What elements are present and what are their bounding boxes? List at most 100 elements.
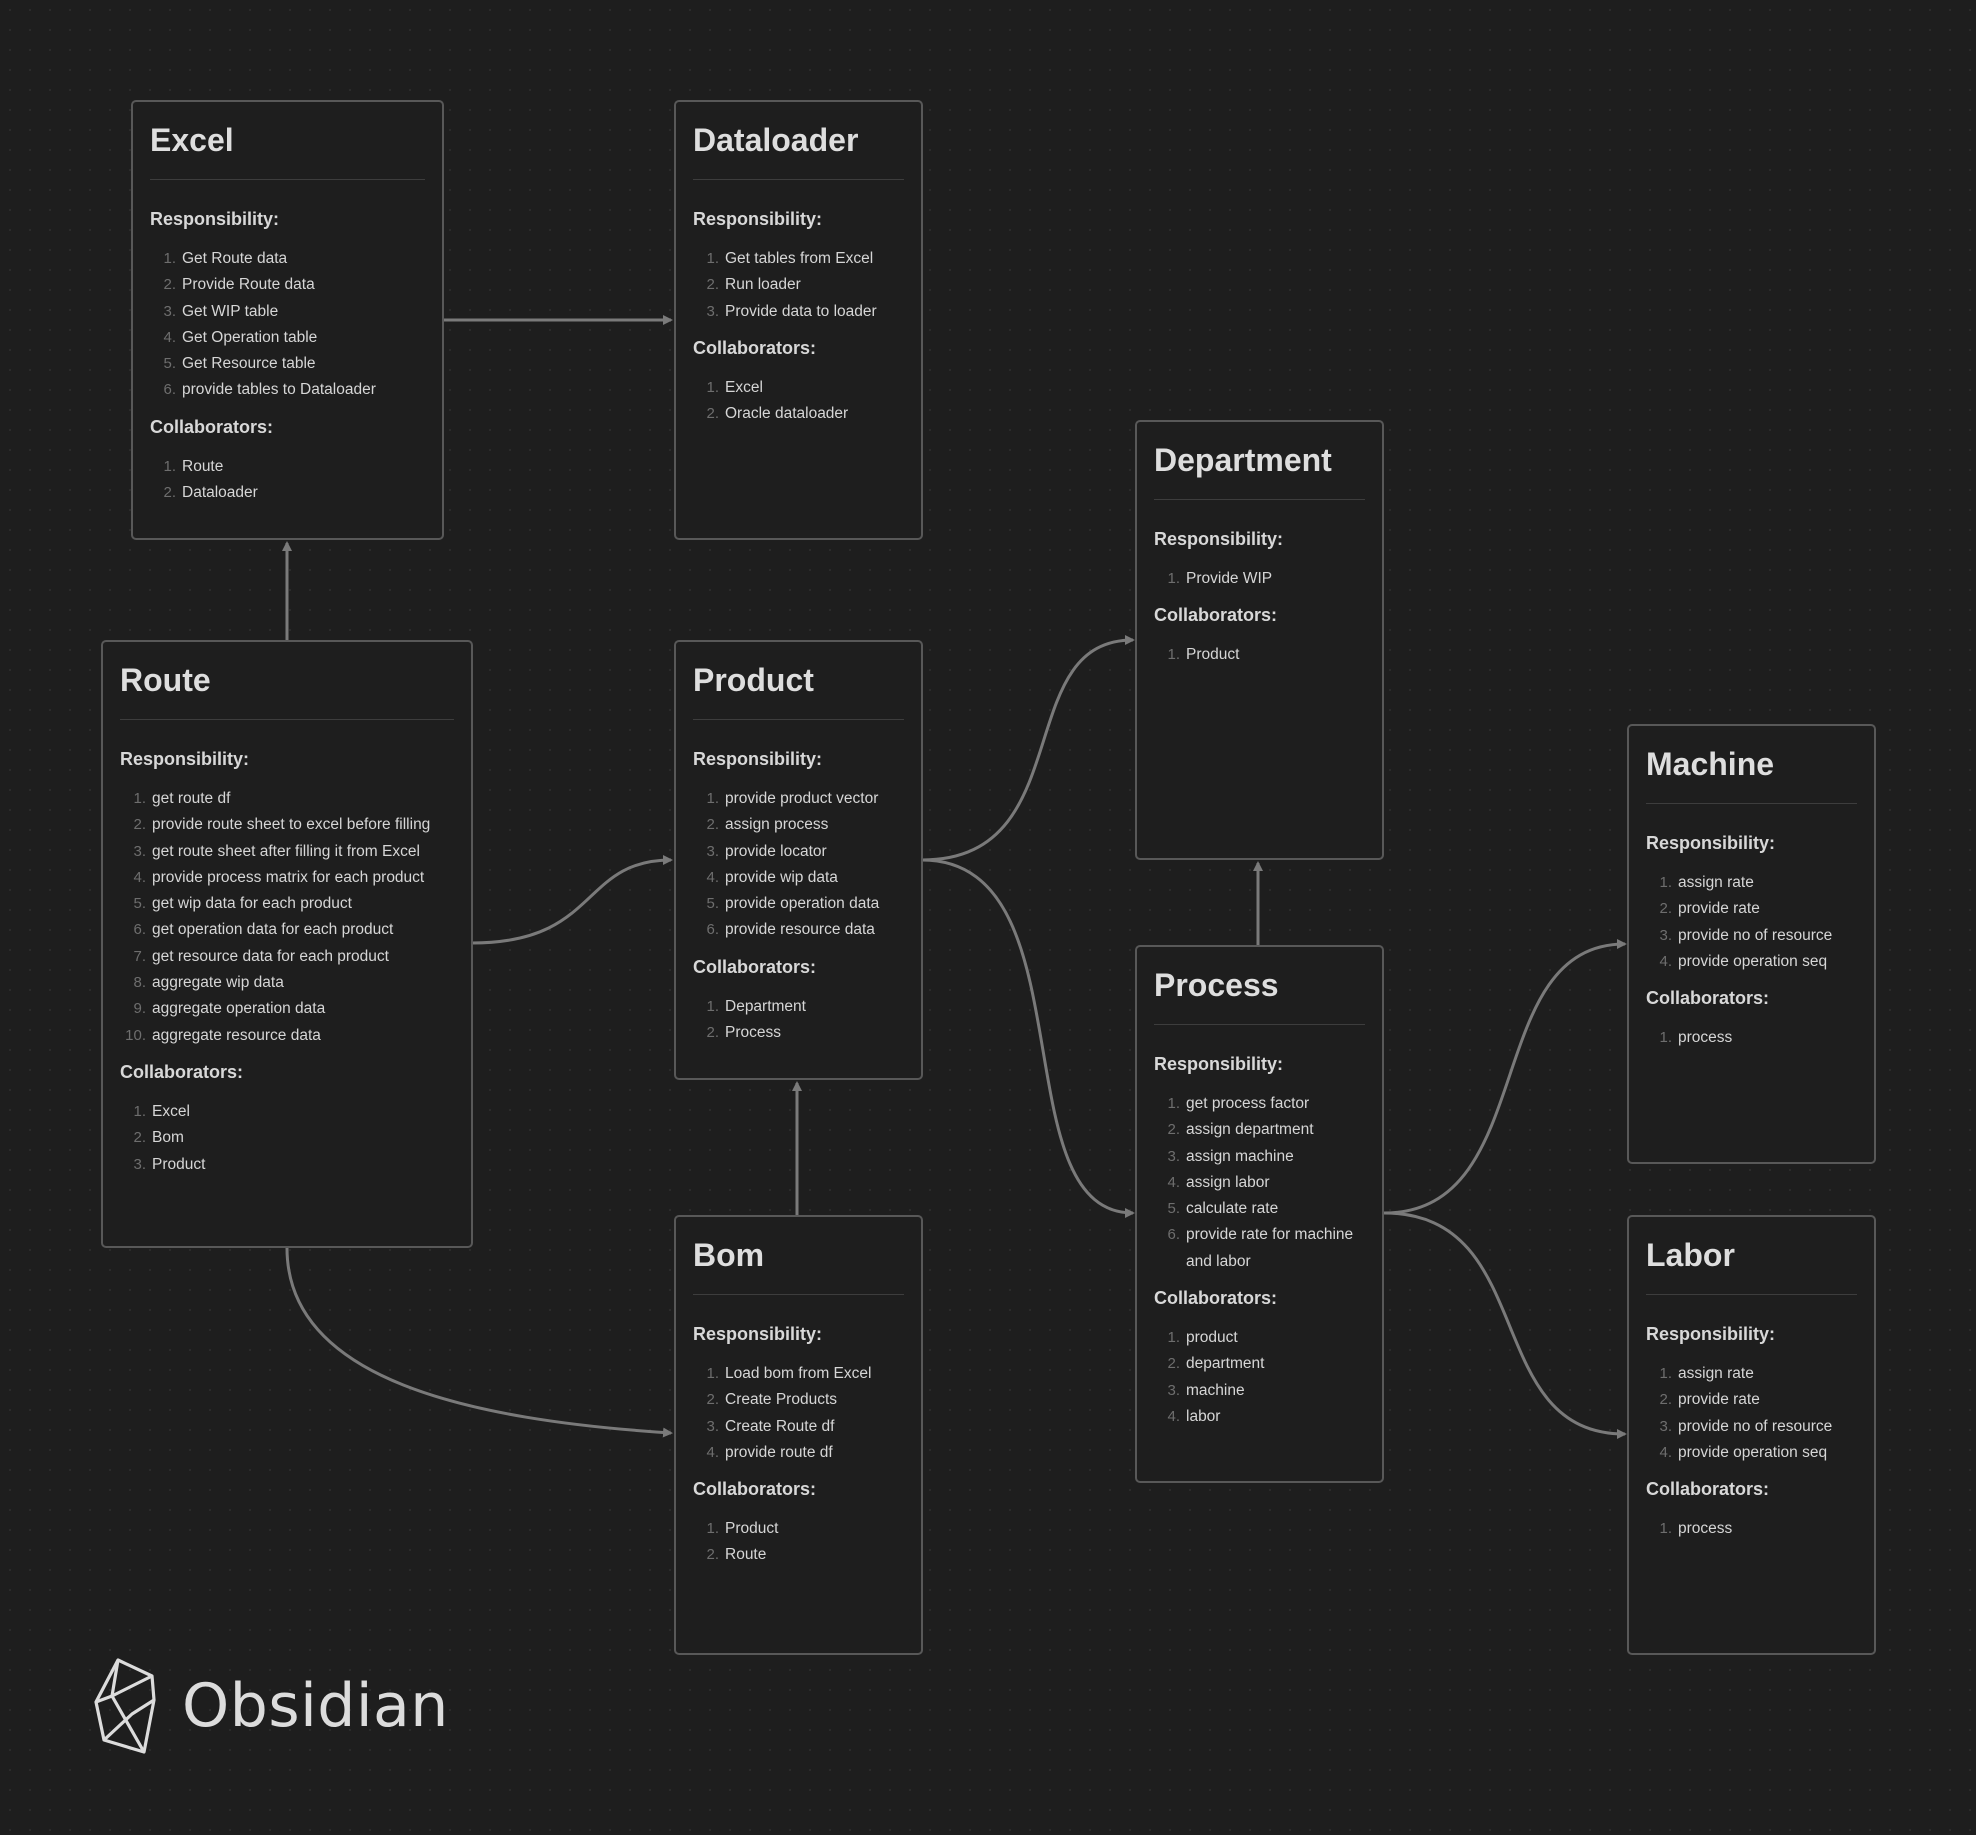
list-item-text: assign machine [1186,1147,1294,1165]
list-item: 1. process [1646,1025,1857,1051]
list-item: 1.get process factor [1154,1091,1365,1117]
edge-process-to-labor [1383,1211,1627,1439]
list-item-number: 1. [1167,1329,1180,1347]
list-item-number: 2. [133,1129,146,1147]
list-item-number: 3. [1659,926,1672,944]
list-item-number: 4. [706,1443,719,1461]
collaborators-label: Collaborators: [150,416,274,437]
list-item-text: Route [182,457,224,475]
list-item-text: aggregate operation data [152,1000,326,1018]
list-item-text: Route [725,1546,767,1564]
list-item-text: Bom [152,1129,184,1147]
list-item: 1.Product [693,1516,904,1542]
list-item: 4.assign labor [1154,1170,1365,1196]
list-item: 4.provide route df [693,1440,904,1466]
list-item-number: 4. [1659,1443,1672,1461]
responsibility-label: Responsibility: [1646,1324,1776,1344]
list-item-number: 4. [1659,952,1672,970]
collaborators-label: Collaborators: [693,337,817,358]
card-title: Process [1154,965,1365,1025]
list-item: 5.provide operation data [693,891,904,917]
list-item-number: 2. [706,1391,719,1409]
list-item: 1.Get Route data [150,246,425,272]
collaborators-label: Collaborators: [1154,605,1278,626]
list-item: 8.aggregate wip data [120,970,454,996]
list-item-number: 5. [163,355,176,373]
list-item-number: 1. [1659,1029,1672,1047]
obsidian-logo: Obsidian [92,1656,449,1756]
list-item-number: 2. [706,1546,719,1564]
list-item-text: department [1186,1355,1265,1373]
list-item-text: provide no of resource [1678,926,1833,944]
collaborators-label: Collaborators: [120,1061,244,1082]
list-item-text: Get tables from Excel [725,250,874,267]
list-item-text: Load bom from Excel [725,1365,872,1382]
list-item-text: process [1678,1029,1733,1047]
collaborators-list: 1.process [1646,1516,1857,1542]
list-item: 4.provide operation seq [1646,949,1857,975]
list-item: 2.department [1154,1351,1365,1377]
card-title: Bom [693,1235,904,1295]
list-item: 4.provide wip data [693,865,904,891]
list-item-number: 6. [133,921,146,939]
list-item-text: Process [725,1024,781,1042]
list-item-text: calculate rate [1186,1200,1279,1218]
list-item-number: 4. [163,328,176,346]
list-item-text: provide no of resource [1678,1417,1833,1435]
list-item-number: 1. [163,250,176,267]
list-item-text: Get Operation table [182,328,318,346]
list-item-text: get process factor [1186,1095,1310,1112]
list-item-number: 5. [706,895,719,913]
list-item-number: 2. [163,484,176,502]
list-item-number: 1. [1659,1365,1672,1382]
list-item-text: provide product vector [725,790,879,807]
edge-product-to-department [921,635,1135,862]
list-item: 2.provide rate [1646,896,1857,922]
collaborators-label: Collaborators: [693,956,817,977]
list-item-text: get route sheet after filling it from Ex… [152,842,420,860]
list-item-number: 3. [706,302,719,320]
list-item-text: aggregate wip data [152,974,284,992]
list-item-number: 6. [706,921,719,939]
list-item: 4.provide operation seq [1646,1440,1857,1466]
list-item: 1.assign rate [1646,1361,1857,1387]
list-item-number: 2. [706,816,719,834]
collaborators-list: 1. process [1646,1025,1857,1051]
list-item-number: 2. [133,816,146,834]
list-item-number: 3. [1659,1417,1672,1435]
edge-route-to-bom [285,1247,673,1438]
list-item: 5.get wip data for each product [120,891,454,917]
list-item-number: 1. [163,457,176,475]
list-item-number: 1. [1167,646,1180,664]
list-item-number: 1. [706,1520,719,1538]
list-item: 1.Department [693,994,904,1020]
list-item-text: assign department [1186,1121,1314,1139]
list-item: 7.get resource data for each product [120,944,454,970]
card-title: Machine [1646,744,1857,804]
list-item: 2.Create Products [693,1387,904,1413]
responsibility-label: Responsibility: [693,209,823,229]
list-item-text: process [1678,1520,1733,1538]
list-item-number: 4. [133,868,146,886]
list-item-number: 2. [706,405,719,423]
brand-name: Obsidian [182,1671,449,1741]
list-item: 3.Create Route df [693,1414,904,1440]
list-item-number: 3. [1167,1381,1180,1399]
list-item-number: 1. [706,1365,719,1382]
list-item-text: provide rate for machine and labor [1186,1226,1354,1270]
list-item: 2. Route [693,1542,904,1568]
